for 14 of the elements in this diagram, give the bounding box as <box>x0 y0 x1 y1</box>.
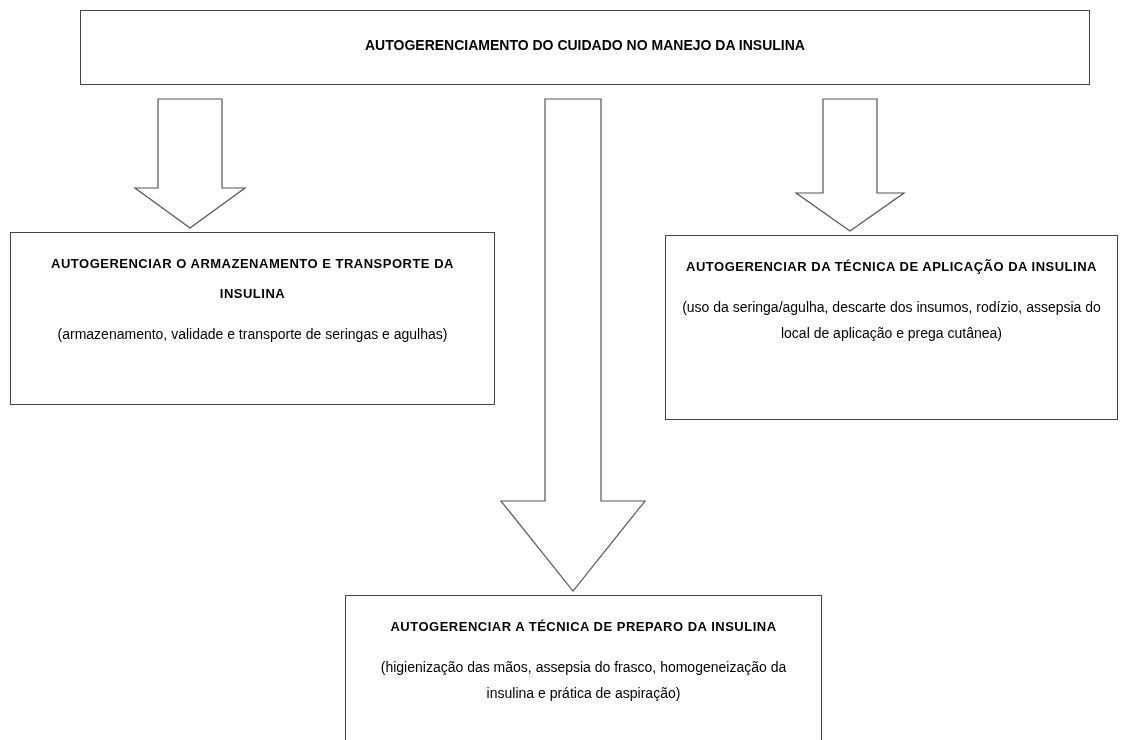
box-heading: AUTOGERENCIAR DA TÉCNICA DE APLICAÇÃO DA INSULINA <box>686 258 1097 276</box>
box-heading: AUTOGERENCIAMENTO DO CUIDADO NO MANEJO DA INSULINA <box>365 36 805 55</box>
box-heading: AUTOGERENCIAR O ARMAZENAMENTO E TRANSPORTE DA INSULINA <box>50 255 455 303</box>
text-box <box>345 595 822 740</box>
box-description: (uso da seringa/agulha, descarte dos insumos, rodízio, assepsia do local de aplicação e prega cutânea) <box>682 298 1101 343</box>
box-description: (armazenamento, validade e transporte de seringas e agulhas) <box>57 325 448 344</box>
block-arrow <box>133 98 247 229</box>
block-arrow <box>794 98 906 232</box>
box-description: (higienização das mãos, assepsia do frasco, homogeneização da insulina e prática de aspiração) <box>379 658 788 703</box>
text-box <box>80 10 1090 85</box>
text-box <box>665 235 1118 420</box>
box-heading: AUTOGERENCIAR A TÉCNICA DE PREPARO DA INSULINA <box>390 618 777 636</box>
block-arrow <box>499 98 647 592</box>
text-box <box>10 232 495 405</box>
